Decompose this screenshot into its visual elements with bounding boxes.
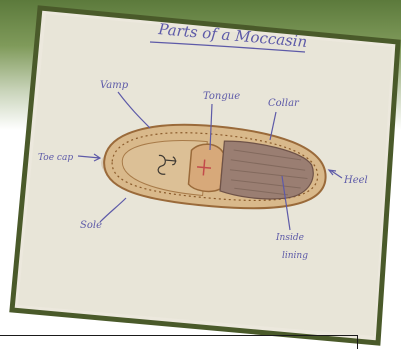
label-tongue: Tongue <box>203 91 240 102</box>
label-heel: Heel <box>343 175 368 186</box>
label-collar: Collar <box>268 98 300 109</box>
label-inside-line2: lining <box>282 251 308 261</box>
bottom-rule-tick <box>357 335 358 349</box>
label-sole: Sole <box>80 220 102 231</box>
label-inside-line1: Inside <box>275 233 304 243</box>
label-toe-cap: Toe cap <box>38 153 73 163</box>
label-vamp: Vamp <box>100 80 129 91</box>
bottom-rule <box>0 335 358 336</box>
